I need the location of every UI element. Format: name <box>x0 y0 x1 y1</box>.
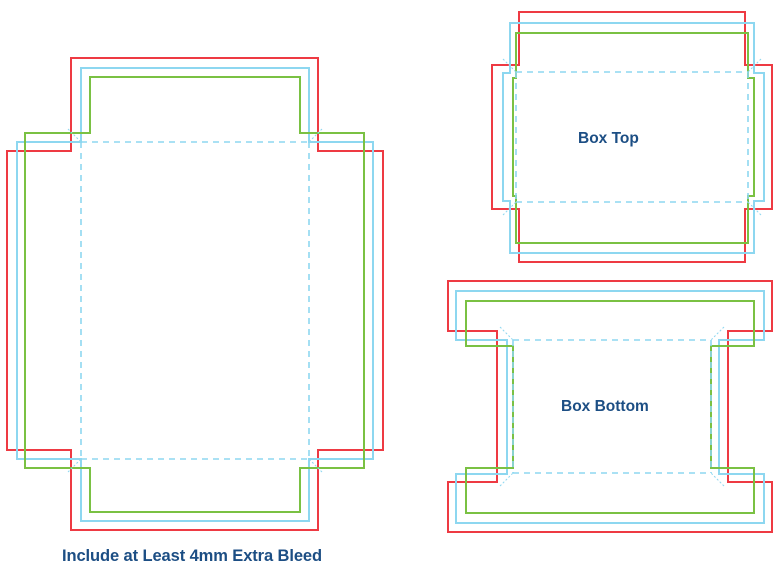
corner-hint-top-left <box>67 128 82 143</box>
corner-hint-top-right <box>747 58 762 73</box>
main-carton-dieline <box>6 57 384 531</box>
corner-hint-top-left <box>502 58 517 73</box>
bleed-outline <box>491 11 773 263</box>
box-bottom-dieline <box>447 280 773 533</box>
corner-hint-top-right <box>308 128 323 143</box>
corner-hint-bottom-right <box>710 472 725 487</box>
corner-hint-bottom-right <box>308 458 323 473</box>
box-bottom-label: Box Bottom <box>561 398 649 415</box>
corner-hint-bottom-left <box>67 458 82 473</box>
corner-hint-bottom-left <box>502 201 517 216</box>
bleed-outline <box>447 280 773 533</box>
corner-hint-bottom-left <box>499 472 514 487</box>
box-top-dieline <box>491 11 773 263</box>
box-top-label: Box Top <box>578 130 639 147</box>
bleed-instruction-label: Include at Least 4mm Extra Bleed <box>62 547 322 565</box>
bleed-outline <box>6 57 384 531</box>
corner-hint-top-left <box>499 326 514 341</box>
safe-area-outline <box>24 76 365 513</box>
corner-hint-bottom-right <box>747 201 762 216</box>
corner-hint-top-right <box>710 326 725 341</box>
trim-outline <box>455 290 765 524</box>
trim-outline <box>502 22 765 254</box>
